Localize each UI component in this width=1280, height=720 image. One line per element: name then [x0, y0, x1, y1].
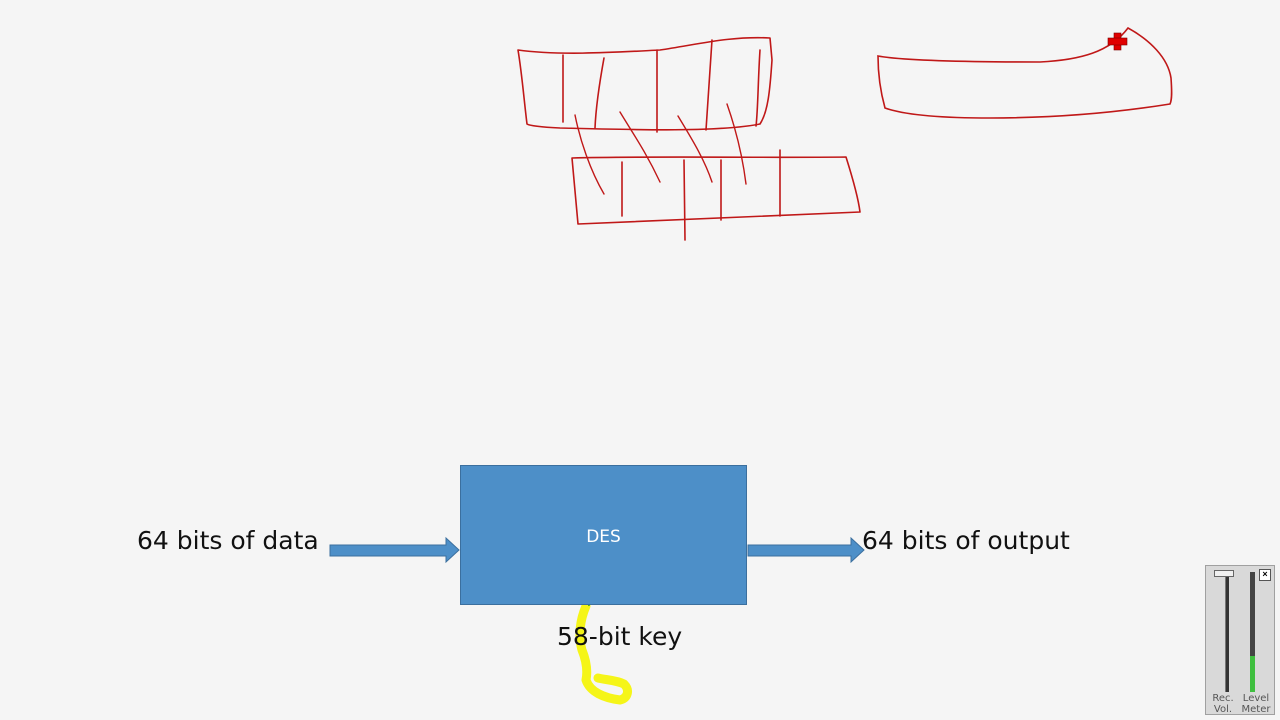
key-label: 58-bit key: [557, 622, 683, 651]
output-arrow: [747, 536, 865, 564]
input-data-label: 64 bits of data: [137, 526, 319, 555]
level-meter-fill: [1250, 656, 1255, 692]
hand-drawn-connections: [574, 103, 747, 195]
rec-volume-slider-track[interactable]: [1225, 574, 1229, 692]
hand-drawn-upper-blocks: [517, 36, 773, 133]
hand-drawn-long-block: [877, 26, 1173, 119]
recording-level-widget: × Rec. Vol. Level Meter: [1205, 565, 1275, 715]
highlighter-scribble: [575, 601, 632, 705]
des-label: DES: [586, 527, 621, 547]
close-icon[interactable]: ×: [1259, 569, 1271, 581]
output-label: 64 bits of output: [862, 526, 1070, 555]
level-meter-label: Level Meter: [1241, 693, 1271, 715]
rec-volume-slider-handle[interactable]: [1214, 570, 1234, 577]
hand-drawn-lower-blocks: [571, 149, 861, 241]
level-meter-bar: [1250, 572, 1255, 692]
red-cross-cursor-icon: [1107, 32, 1128, 51]
input-arrow: [329, 536, 460, 564]
des-block: DES: [460, 465, 747, 605]
rec-vol-label: Rec. Vol.: [1212, 693, 1234, 715]
